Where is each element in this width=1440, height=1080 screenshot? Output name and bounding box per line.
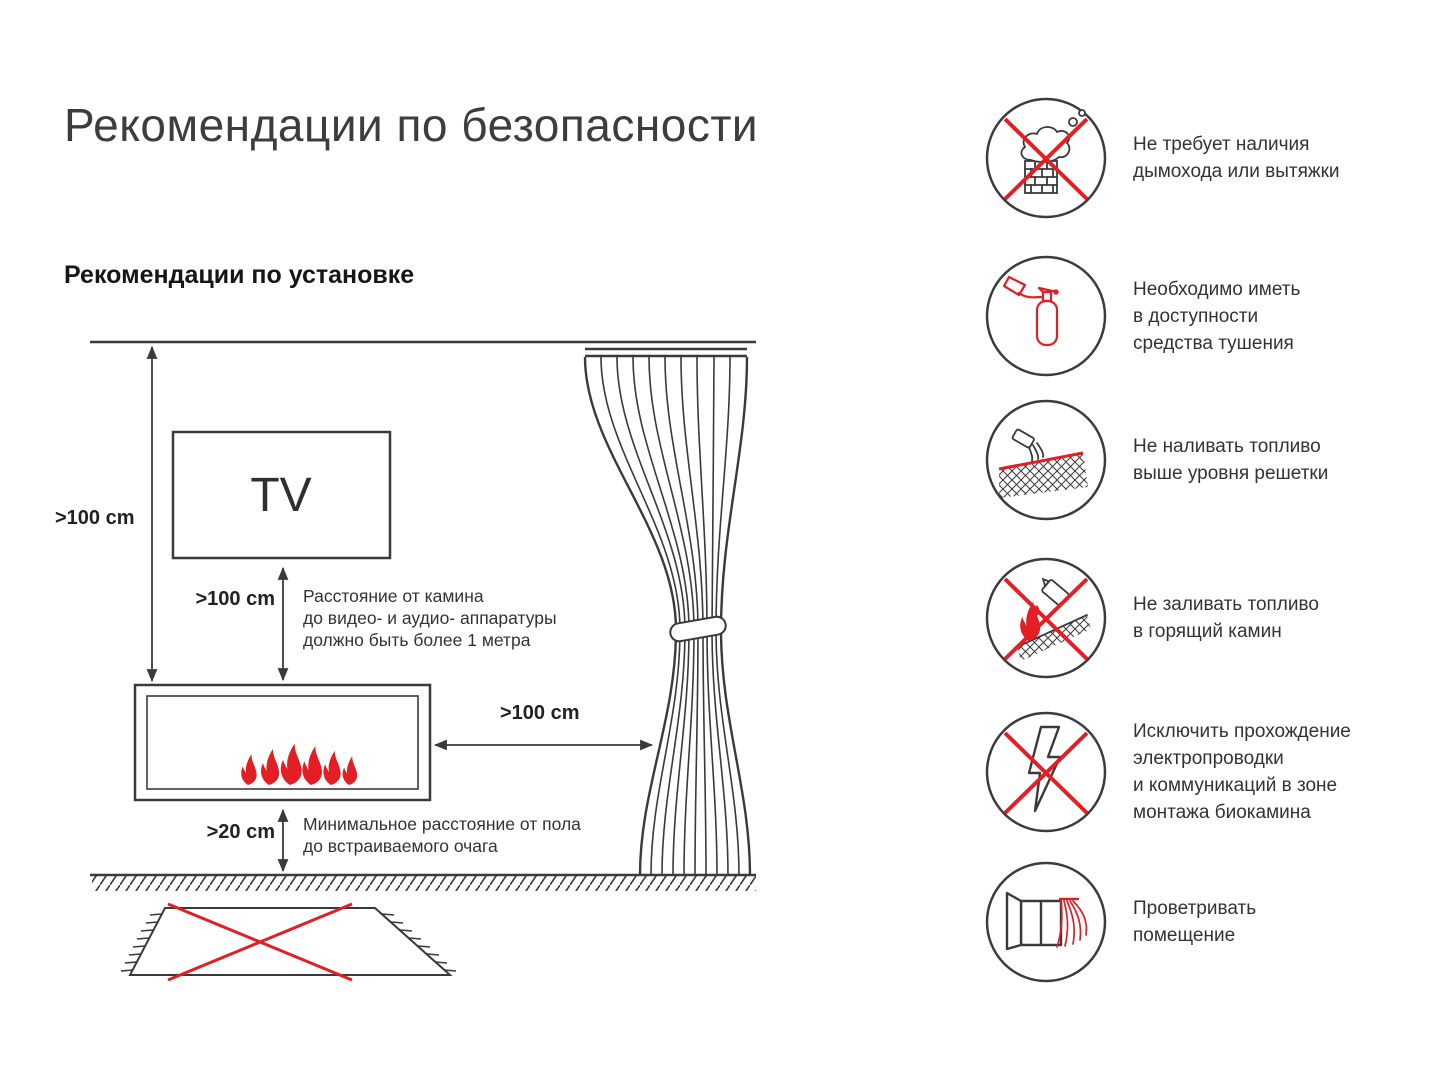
no-electric-wiring-icon	[985, 711, 1107, 833]
curtain-tieback	[669, 615, 727, 643]
dim-label-ceiling-clearance: >100 cm	[55, 507, 135, 529]
fireplace-box	[133, 683, 432, 802]
note-tv-distance: Расстояние от камина до видео- и аудио- …	[303, 586, 557, 650]
safety-item-text: Необходимо иметь в доступности средства …	[1133, 278, 1301, 354]
safety-item-no-wiring: Исключить прохождение электропроводки и …	[985, 711, 1430, 833]
section-title-installation: Рекомендации по установке	[64, 261, 415, 289]
page-title: Рекомендации по безопасности	[64, 99, 759, 151]
dim-label-curtain-clearance: >100 cm	[500, 702, 580, 724]
safety-item-ventilation: Проветривать помещение	[985, 861, 1430, 983]
tv-box	[171, 430, 392, 560]
no-refueling-burning-icon	[985, 557, 1107, 679]
fire-extinguisher-icon	[985, 255, 1107, 377]
safety-item-text: Не требует наличия дымохода или вытяжки	[1133, 134, 1340, 182]
safety-item-text: Не заливать топливо в горящий камин	[1133, 594, 1319, 642]
safety-item-extinguisher: Необходимо иметь в доступности средства …	[985, 255, 1430, 377]
curtain-rod	[585, 347, 747, 358]
safety-item-fuel-level: Не наливать топливо выше уровня решетки	[985, 399, 1430, 521]
floor-hatching	[92, 876, 756, 891]
safety-item-text: Исключить прохождение электропроводки и …	[1133, 721, 1351, 823]
curtain-icon	[1056, 897, 1088, 948]
prohibited-cross-icon	[1003, 577, 1089, 661]
dim-label-tv-clearance: >100 cm	[195, 588, 275, 610]
prohibited-cross-icon	[1003, 117, 1089, 201]
rug	[120, 902, 457, 982]
safety-item-text: Не наливать топливо выше уровня решетки	[1133, 436, 1329, 484]
safety-item-no-refuel-burning: Не заливать топливо в горящий камин	[985, 557, 1430, 679]
curtain	[583, 356, 752, 876]
safety-item-text: Проветривать помещение	[1133, 898, 1257, 946]
no-chimney-required-icon	[985, 97, 1107, 219]
installation-diagram: TV	[90, 340, 756, 982]
safety-item-no-chimney: Не требует наличия дымохода или вытяжки	[985, 97, 1430, 219]
fuel-level-grate-icon	[985, 399, 1107, 521]
fireplace-inner-frame	[146, 695, 419, 790]
rug-prohibited-cross	[167, 902, 353, 982]
ventilation-window-icon	[985, 861, 1107, 983]
fireplace-flames	[241, 743, 358, 785]
note-floor-distance: Минимальное расстояние от пола до встраи…	[303, 814, 581, 856]
dim-label-floor-clearance: >20 cm	[206, 821, 275, 843]
tv-label: TV	[250, 469, 311, 522]
prohibited-cross-icon	[1003, 731, 1089, 815]
